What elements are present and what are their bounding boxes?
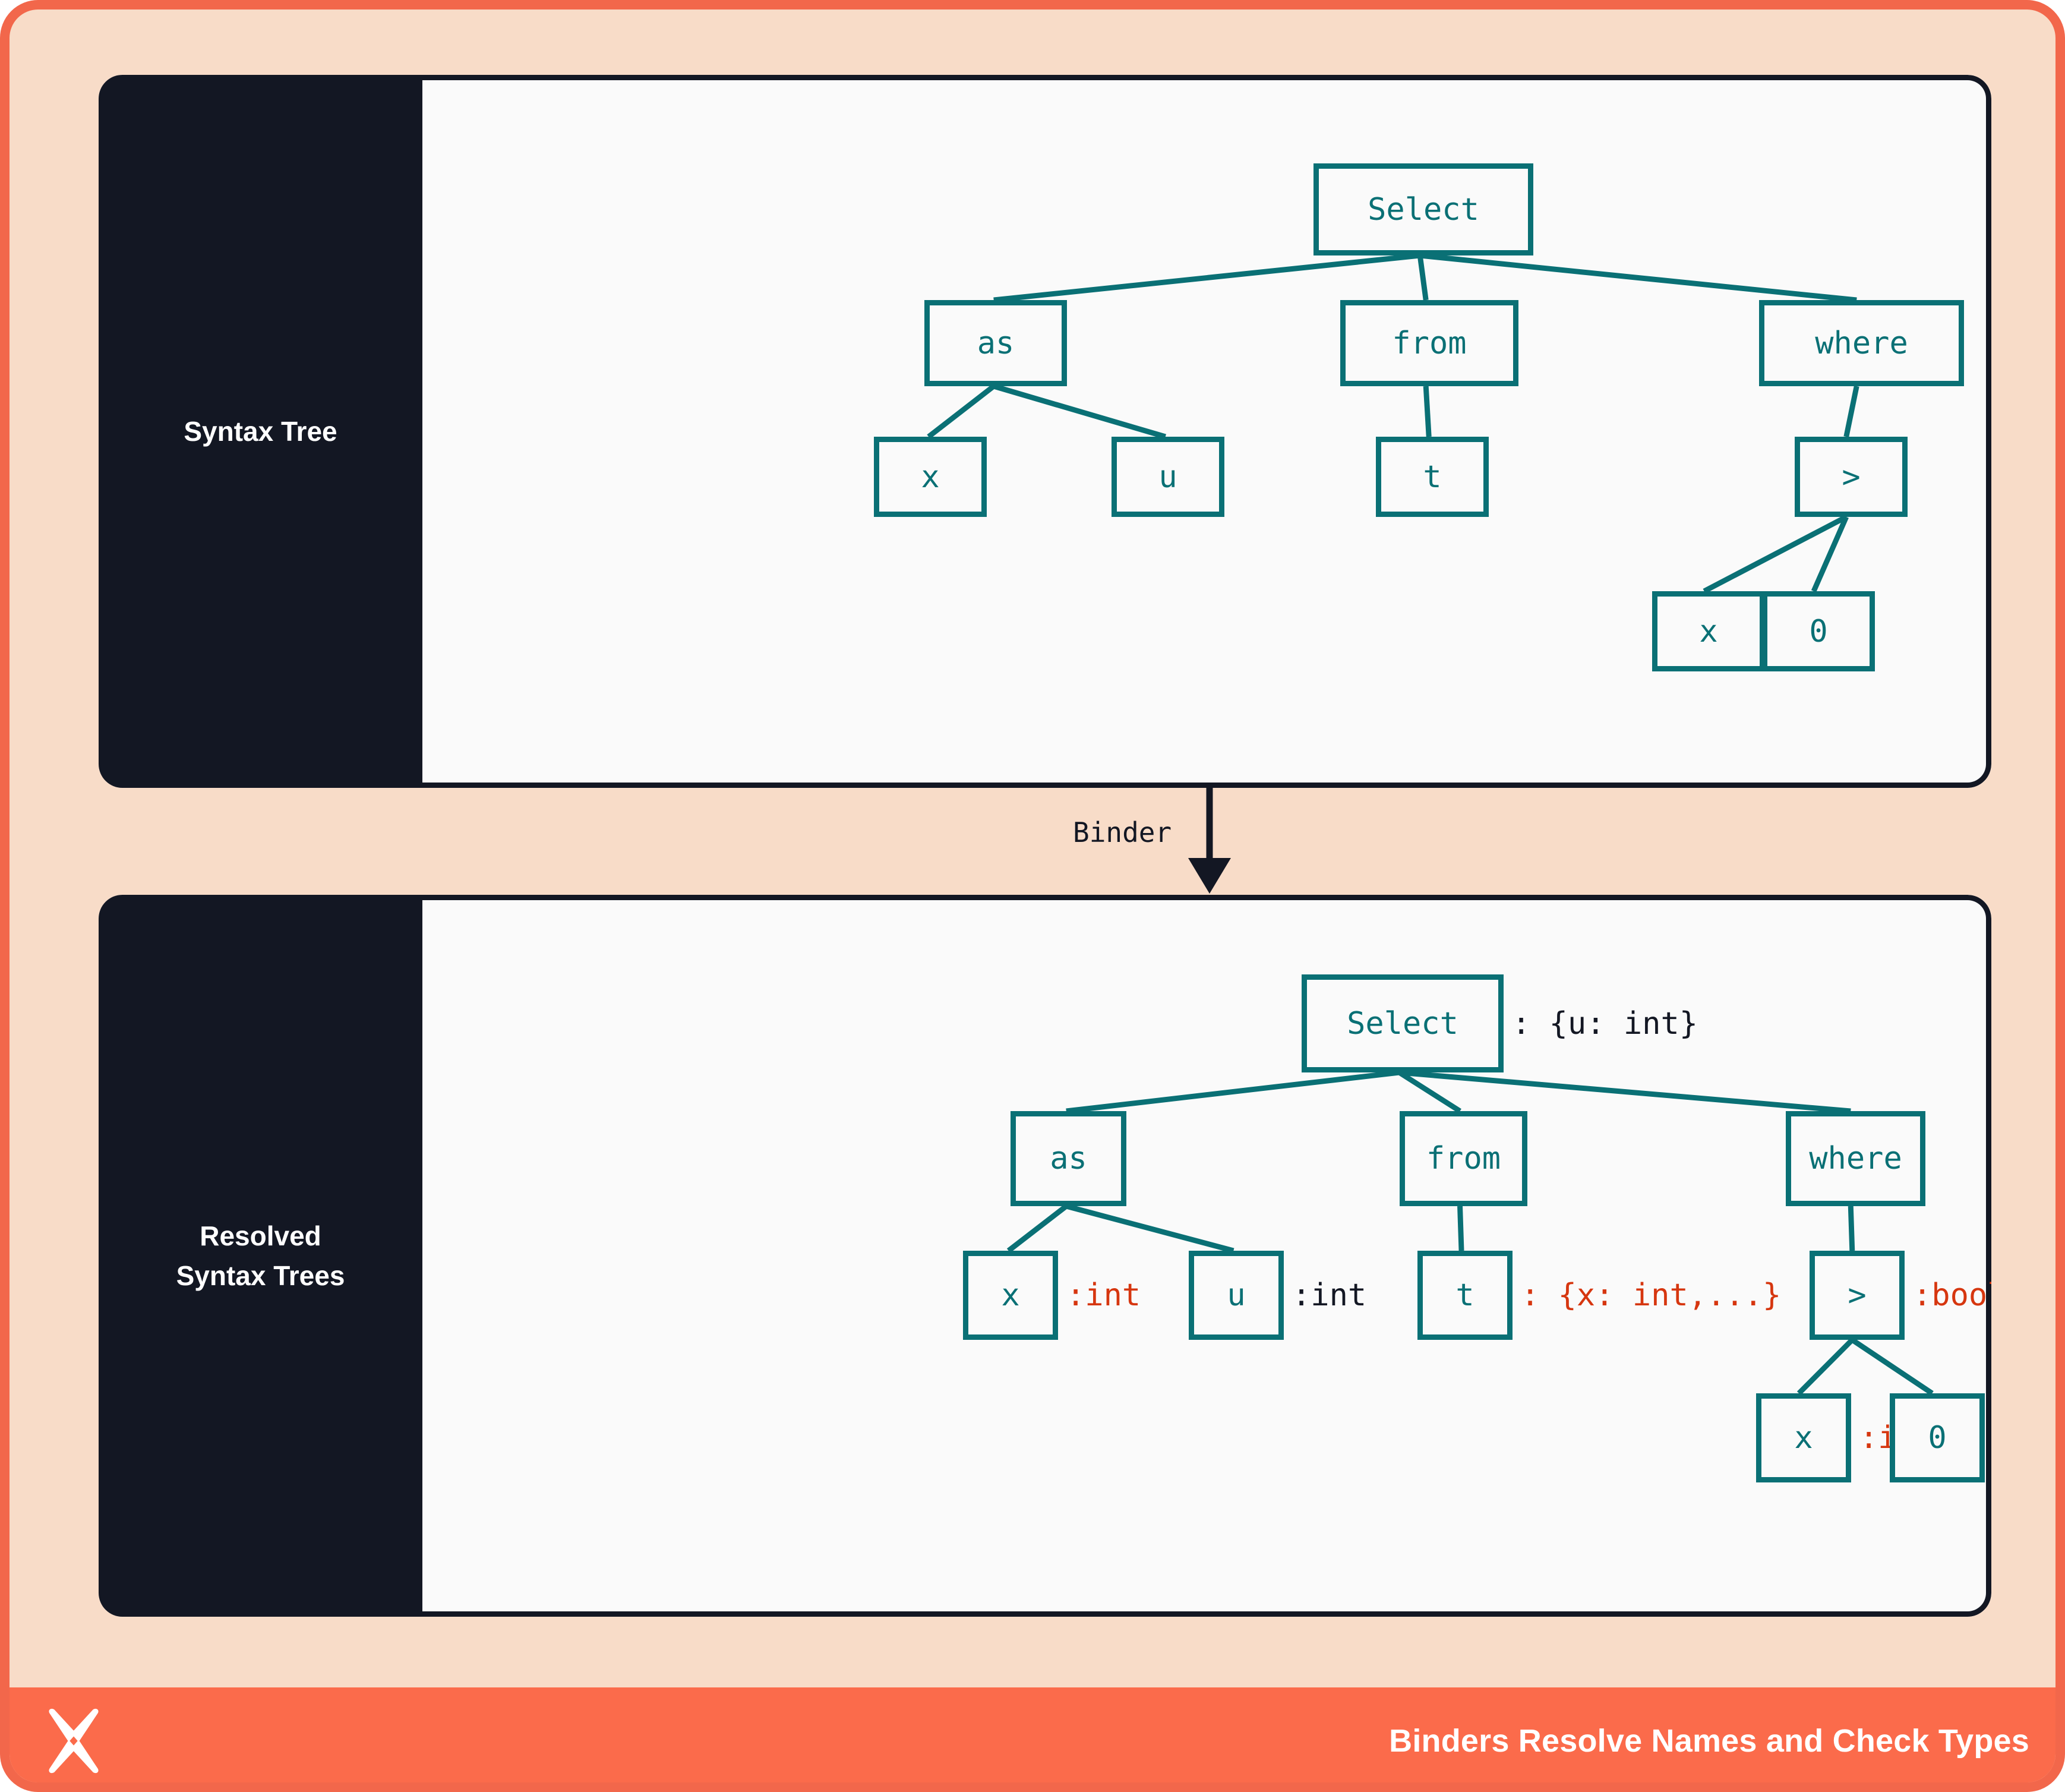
tree-node-label: 0 xyxy=(1928,1420,1947,1456)
tree-edge-where-gt xyxy=(1848,1206,1855,1251)
tree-node-label: from xyxy=(1392,325,1467,361)
type-annotation-gt: :bool xyxy=(1913,1277,1991,1313)
tree-node-label: where xyxy=(1815,325,1908,361)
tree-node-label: x xyxy=(1001,1277,1020,1313)
type-annotation-x1: :int xyxy=(1066,1277,1141,1313)
tree-edge-select-where xyxy=(1398,1069,1851,1114)
tree-node-label: x xyxy=(1794,1420,1813,1456)
panel-resolved-syntax-trees-body: Select : {u: int} as from where x :int u :int t : … xyxy=(422,895,1991,1617)
tree-node-label: as xyxy=(977,325,1015,361)
type-annotation-u: :int xyxy=(1292,1277,1367,1313)
tree-edge-from-t xyxy=(1457,1206,1464,1251)
tree-node-label: u xyxy=(1158,459,1177,495)
type-annotation-t: : {x: int,...} xyxy=(1521,1277,1782,1313)
tree-node-label: t xyxy=(1423,459,1442,495)
tree-node-from: from xyxy=(1400,1111,1527,1206)
tree-node-label: as xyxy=(1050,1141,1087,1176)
tree-node-t: t xyxy=(1376,437,1489,517)
tree-edge-as-u xyxy=(993,383,1166,440)
tree-node-label: > xyxy=(1848,1277,1867,1313)
tree-edge-gt-x2 xyxy=(1796,1337,1854,1396)
tree-edge-from-t xyxy=(1423,386,1432,437)
tree-edge-select-as xyxy=(1066,1069,1400,1114)
tree-node-select: Select xyxy=(1313,163,1533,255)
tree-edge-gt-zero xyxy=(1811,516,1849,592)
binder-label: Binder xyxy=(1073,816,1172,848)
tree-node-label: 0 xyxy=(1809,613,1828,649)
tree-node-u: u xyxy=(1112,437,1224,517)
tree-node-zero: 0 xyxy=(1762,591,1875,671)
tree-edge-where-gt xyxy=(1843,386,1859,437)
tree-node-as: as xyxy=(924,300,1067,386)
footer-caption: Binders Resolve Names and Check Types xyxy=(1389,1723,2029,1759)
tree-node-label: Select xyxy=(1368,191,1479,228)
tree-node-zero: 0 xyxy=(1890,1393,1985,1482)
syntax-tree-edges xyxy=(927,253,1859,594)
tree-node-where: where xyxy=(1759,300,1964,386)
tree-node-label: x xyxy=(921,459,940,495)
tree-edge-gt-x2 xyxy=(1703,515,1848,594)
tree-node-label: t xyxy=(1455,1277,1474,1313)
tree-node-from: from xyxy=(1340,300,1518,386)
butterfly-x-logo-icon xyxy=(49,1708,99,1774)
tree-node-where: where xyxy=(1786,1111,1925,1206)
tree-node-label: u xyxy=(1227,1277,1246,1313)
type-annotation-select: : {u: int} xyxy=(1512,1005,1698,1042)
tree-node-gt: > xyxy=(1795,437,1908,517)
tree-node-x2: x xyxy=(1756,1393,1851,1482)
arrow-down-icon xyxy=(1188,788,1231,894)
tree-edge-as-u xyxy=(1065,1203,1234,1254)
tree-edge-select-as xyxy=(993,253,1420,303)
tree-edge-select-from xyxy=(1417,255,1429,301)
tree-edge-gt-zero xyxy=(1851,1337,1934,1396)
panel-syntax-tree: Syntax Tree Select as from where x u t > x 0 xyxy=(99,75,1991,788)
tree-node-gt: > xyxy=(1810,1251,1905,1340)
tree-node-select: Select xyxy=(1302,974,1504,1072)
panel-syntax-tree-body: Select as from where x u t > x 0 xyxy=(422,75,1991,788)
tree-node-x2: x xyxy=(1652,591,1765,671)
tree-edge-as-x1 xyxy=(927,384,996,439)
tree-node-label: from xyxy=(1426,1141,1501,1176)
tree-node-t: t xyxy=(1417,1251,1513,1340)
tree-edge-select-from xyxy=(1397,1070,1461,1113)
tree-node-label: x xyxy=(1699,613,1718,649)
tree-edge-as-x1 xyxy=(1006,1204,1068,1253)
tree-node-x1: x xyxy=(963,1251,1058,1340)
tree-node-label: Select xyxy=(1347,1005,1458,1042)
footer-bar: Binders Resolve Names and Check Types xyxy=(10,1687,2055,1782)
tree-node-u: u xyxy=(1189,1251,1284,1340)
tree-node-label: where xyxy=(1809,1141,1902,1176)
binder-connector: Binder xyxy=(99,788,1991,895)
tree-node-x1: x xyxy=(874,437,987,517)
tree-edge-select-where xyxy=(1419,253,1857,303)
tree-node-label: > xyxy=(1842,459,1861,495)
tree-node-as: as xyxy=(1011,1111,1126,1206)
panel-syntax-tree-label: Syntax Tree xyxy=(99,75,422,788)
